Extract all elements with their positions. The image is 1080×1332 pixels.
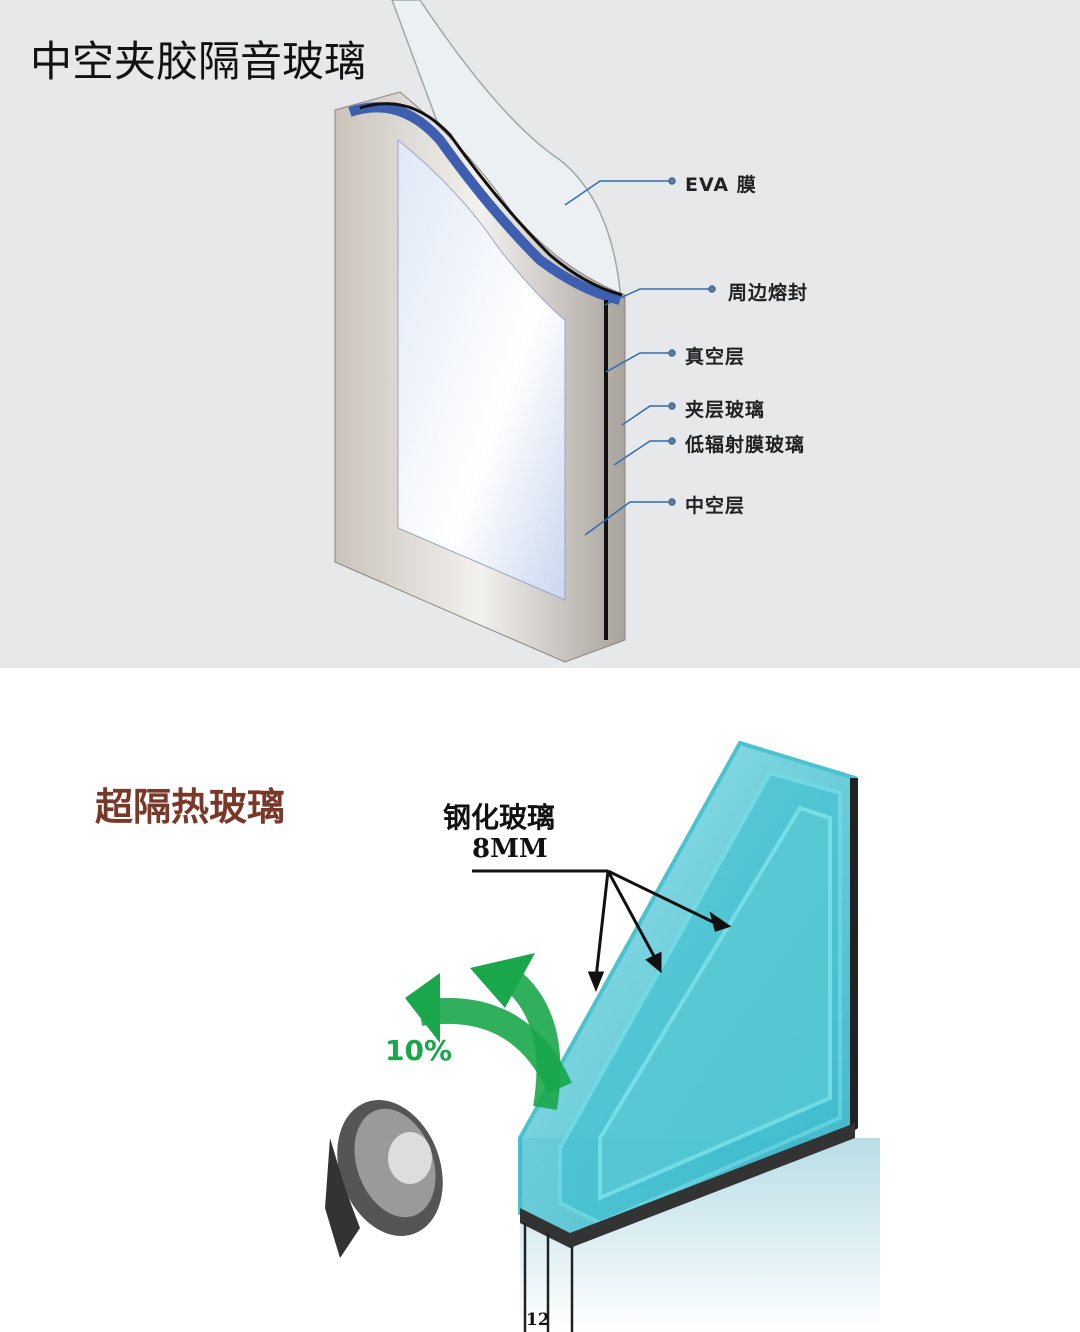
leader-lines (564, 177, 716, 536)
label-vacuum-layer: 真空层 (685, 346, 746, 368)
sound-arrow-head (405, 973, 440, 1043)
label-eva-film: EVA 膜 (685, 174, 757, 196)
triple-glass-illustration (325, 740, 880, 1332)
diagram-title: 超隔热玻璃 (95, 784, 286, 829)
spacer-dimension-label: 12 (526, 1310, 550, 1330)
sound-reflect-arrow (502, 968, 561, 1110)
label-tempered-glass: 钢化玻璃 (443, 801, 556, 834)
speaker-icon (325, 1100, 443, 1258)
blue-layer (348, 102, 622, 305)
label-low-e-glass: 低辐射膜玻璃 (685, 434, 806, 456)
sound-percent-label: 10% (385, 1034, 453, 1067)
glass-frame-illustration (334, 0, 716, 663)
frame-bottom (520, 1123, 855, 1248)
diagram-title: 中空夹胶隔音玻璃 (30, 37, 367, 86)
glass-pane (397, 138, 566, 601)
glass-pane-inner (598, 805, 832, 1202)
pointer-arrows (472, 869, 732, 993)
label-glass-thickness: 8MM (472, 834, 548, 864)
label-edge-seal: 周边熔封 (728, 282, 809, 304)
label-laminated-glass: 夹层玻璃 (685, 399, 766, 421)
sound-reflect-arrow-head (470, 953, 535, 1008)
label-hollow-layer: 中空层 (685, 495, 746, 517)
frame-edge (850, 778, 858, 1133)
insulated-laminated-glass-diagram: 中空夹胶隔音玻璃 EVA 膜 周边熔封 真空层 夹层玻璃 低辐射膜玻璃 中空层 (0, 0, 1080, 668)
spacer-lines (523, 1223, 574, 1332)
seal-layer (359, 102, 623, 297)
super-insulated-glass-diagram: 超隔热玻璃 钢化玻璃 8MM 10% 12 (0, 668, 1080, 1332)
